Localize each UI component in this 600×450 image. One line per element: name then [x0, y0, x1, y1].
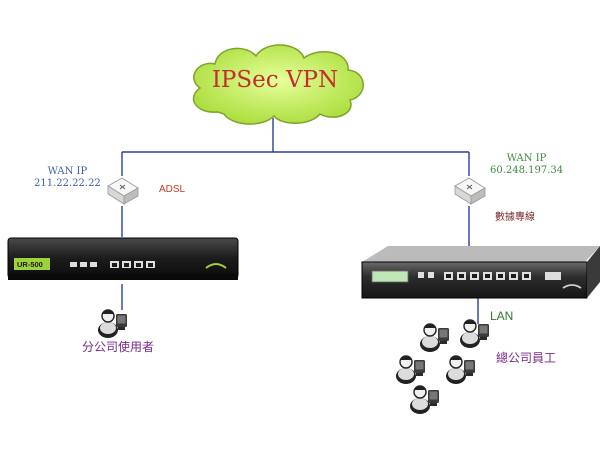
vpn-cloud-label: IPSec VPN — [211, 67, 339, 93]
hq-users-icon — [395, 319, 489, 415]
user-icon — [419, 323, 449, 353]
branch-link-label: ADSL — [159, 184, 186, 195]
hq-wan-label: WAN IP — [506, 153, 547, 164]
connection-lines — [121, 118, 479, 324]
hq-link-label: 數據專線 — [495, 212, 535, 223]
hq-wan-ip: 60.248.197.34 — [490, 164, 564, 176]
router-model-label: UR-500 — [17, 260, 43, 269]
branch-modem-icon — [107, 177, 139, 205]
user-icon — [459, 319, 489, 349]
branch-user-icon — [97, 309, 127, 339]
branch-wan-ip: 211.22.22.22 — [34, 177, 101, 189]
user-icon — [445, 355, 475, 385]
branch-users-label: 分公司使用者 — [82, 340, 155, 354]
hq-router-icon — [361, 246, 600, 299]
branch-router-icon: UR-500 — [7, 237, 239, 280]
user-icon — [409, 385, 439, 415]
hq-lan-label: LAN — [490, 309, 514, 323]
hq-users-label: 總公司員工 — [496, 351, 557, 365]
hq-wan-block: WAN IP 60.248.197.34 — [490, 153, 563, 176]
user-icon — [395, 355, 425, 385]
branch-wan-label: WAN IP — [47, 166, 88, 177]
vpn-cloud-icon — [192, 44, 364, 125]
hq-modem-icon — [454, 177, 486, 205]
branch-wan-block: WAN IP 211.22.22.22 — [34, 166, 101, 189]
